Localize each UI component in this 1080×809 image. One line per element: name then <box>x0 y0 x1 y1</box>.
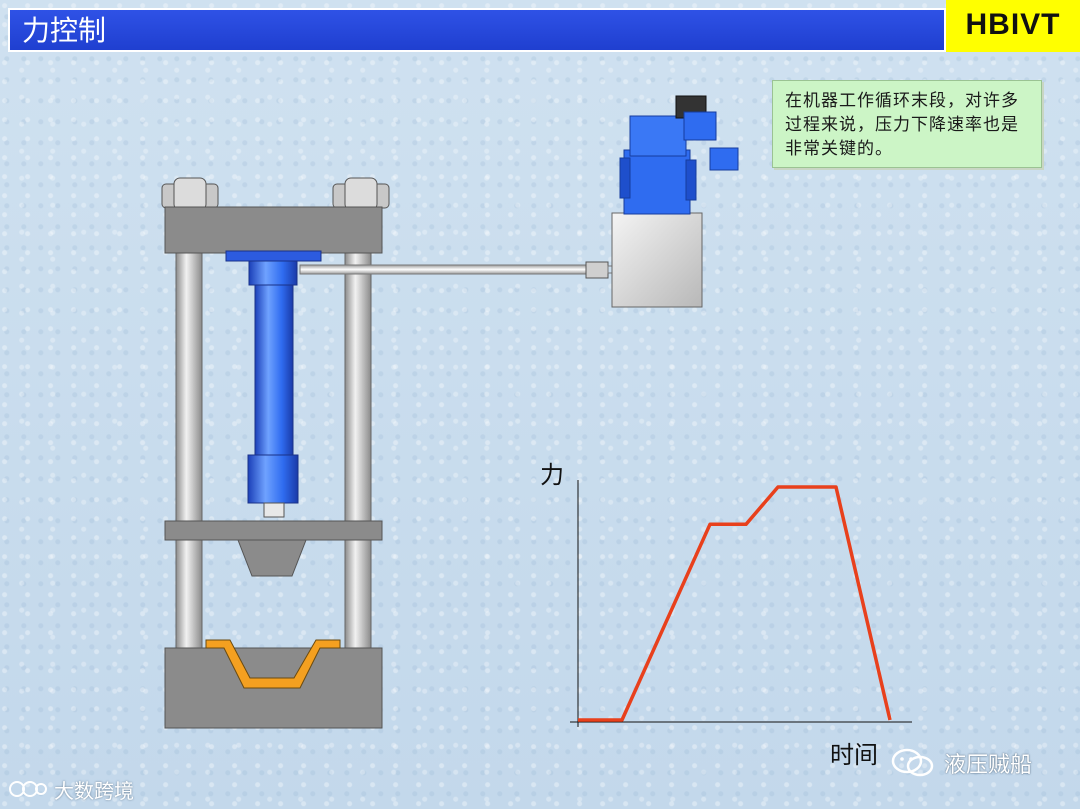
wechat-icon <box>891 748 934 777</box>
piston-tip <box>263 502 285 518</box>
watermark-left: 大数跨境 <box>8 775 134 803</box>
note-text: 在机器工作循环末段，对许多过程来说，压力下降速率也是非常关键的。 <box>785 91 1019 159</box>
valve-manifold <box>611 212 703 308</box>
brand-text: HBIVT <box>965 8 1061 41</box>
header-bar: 力控制 <box>8 8 946 52</box>
workpiece <box>205 639 341 689</box>
watermark-right: 液压贼船 <box>890 748 1032 778</box>
right-pillar <box>344 224 372 651</box>
servo-valve <box>619 95 739 215</box>
right-nut <box>332 177 390 211</box>
moving-platen <box>164 520 383 541</box>
pipe-fitting <box>585 261 609 279</box>
cylinder-rod <box>254 284 294 456</box>
page-title: 力控制 <box>22 14 107 47</box>
cylinder-lower <box>247 454 299 504</box>
watermark-left-text: 大数跨境 <box>54 778 134 803</box>
y-axis-label: 力 <box>540 461 564 489</box>
x-axis-label: 时间 <box>830 741 878 769</box>
cylinder-flange <box>225 250 322 262</box>
force-curve <box>578 485 892 722</box>
left-nut <box>161 177 219 211</box>
left-pillar <box>175 224 203 651</box>
note-box: 在机器工作循环末段，对许多过程来说，压力下降速率也是非常关键的。 <box>772 80 1042 168</box>
logo-icon <box>9 781 47 797</box>
upper-die <box>237 539 307 577</box>
pressure-pipe <box>299 264 591 275</box>
brand-badge: HBIVT <box>946 0 1080 52</box>
watermark-right-text: 液压贼船 <box>944 753 1033 778</box>
top-crossbeam <box>164 206 383 254</box>
cylinder-body <box>248 260 298 286</box>
